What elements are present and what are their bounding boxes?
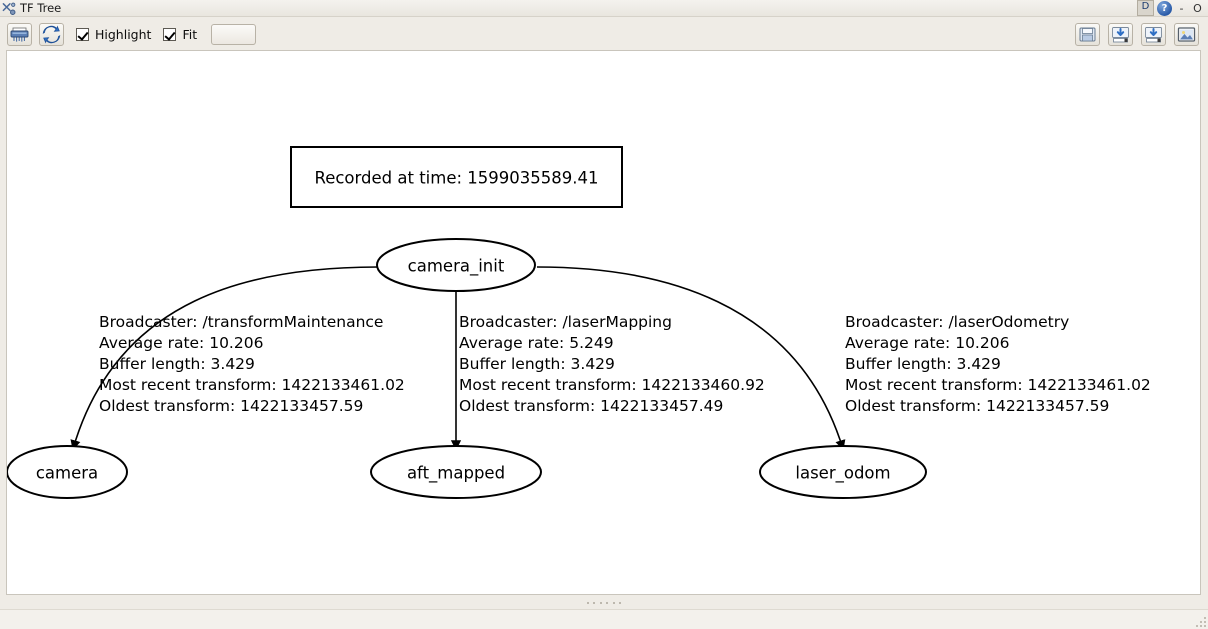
edge-label-laserMapping: Broadcaster: /laserMapping Average rate:… (459, 313, 765, 415)
edge-label-line: Buffer length: 3.429 (459, 355, 615, 373)
edge-label-line: Most recent transform: 1422133461.02 (99, 376, 405, 394)
edge-label-line: Buffer length: 3.429 (99, 355, 255, 373)
toolbar-right-group (1067, 22, 1208, 46)
edge-label-line: Average rate: 10.206 (845, 334, 1009, 352)
zoom-combo-input[interactable] (211, 23, 257, 45)
graph-node-camera[interactable]: camera (7, 445, 128, 499)
node-label: laser_odom (795, 464, 890, 484)
toolbar: Highlight Fit (0, 18, 1208, 50)
export-dot-icon[interactable] (1108, 22, 1133, 46)
node-label: camera_init (408, 257, 505, 277)
window-title: TF Tree (20, 0, 62, 15)
edge-label-line: Buffer length: 3.429 (845, 355, 1001, 373)
edge-label-line: Oldest transform: 1422133457.59 (99, 397, 363, 415)
refresh-icon[interactable] (39, 22, 64, 46)
splitter-grip[interactable] (587, 602, 621, 604)
edge-label-line: Average rate: 10.206 (99, 334, 263, 352)
node-label: camera (36, 464, 98, 483)
fit-checkbox-wrapper[interactable]: Fit (163, 27, 197, 42)
print-icon[interactable] (7, 22, 32, 46)
panel-splitter[interactable] (0, 597, 1208, 609)
tf-tree-icon (1, 1, 17, 16)
tf-graph[interactable]: Recorded at time: 1599035589.41 Broadcas… (7, 51, 1200, 594)
window-titlebar: TF Tree D ? - O (0, 0, 1208, 17)
edge-camera_init-laser_odom (536, 266, 846, 451)
graph-node-aft_mapped[interactable]: aft_mapped (370, 445, 542, 499)
export-svg-icon[interactable] (1141, 22, 1166, 46)
edge-camera_init-camera (70, 266, 379, 451)
edge-label-line: Oldest transform: 1422133457.59 (845, 397, 1109, 415)
tf-tree-canvas[interactable]: Recorded at time: 1599035589.41 Broadcas… (6, 50, 1201, 595)
save-as-icon[interactable] (1075, 22, 1100, 46)
close-button[interactable]: O (1193, 1, 1202, 15)
highlight-checkbox[interactable] (76, 27, 89, 41)
titlebar-buttons: D ? - O (1137, 0, 1208, 16)
help-icon[interactable]: ? (1157, 0, 1172, 16)
fit-checkbox[interactable] (163, 27, 177, 41)
window-resize-grip[interactable] (1192, 613, 1206, 627)
edge-label-line: Average rate: 5.249 (459, 334, 614, 352)
highlight-label: Highlight (95, 26, 152, 42)
edge-label-line: Broadcaster: /laserMapping (459, 313, 672, 331)
minimize-button[interactable]: - (1179, 1, 1184, 15)
edge-label-line: Oldest transform: 1422133457.49 (459, 397, 723, 415)
edge-label-line: Most recent transform: 1422133460.92 (459, 376, 765, 394)
node-label: aft_mapped (407, 464, 505, 484)
edge-label-line: Broadcaster: /laserOdometry (845, 313, 1069, 331)
statusbar (0, 609, 1208, 629)
fit-label: Fit (182, 26, 198, 42)
export-image-icon[interactable] (1174, 22, 1199, 46)
edge-label-transformMaintenance: Broadcaster: /transformMaintenance Avera… (99, 313, 405, 415)
edge-label-laserOdometry: Broadcaster: /laserOdometry Average rate… (845, 313, 1151, 415)
edge-label-line: Broadcaster: /transformMaintenance (99, 313, 383, 331)
recorded-time-box: Recorded at time: 1599035589.41 (290, 146, 623, 208)
highlight-checkbox-wrapper[interactable]: Highlight (76, 27, 151, 42)
edge-label-line: Most recent transform: 1422133461.02 (845, 376, 1151, 394)
recorded-time-label: Recorded at time: 1599035589.41 (314, 169, 598, 188)
graph-node-camera_init[interactable]: camera_init (376, 238, 536, 292)
dock-button[interactable]: D (1137, 0, 1154, 16)
graph-node-laser_odom[interactable]: laser_odom (759, 445, 927, 499)
